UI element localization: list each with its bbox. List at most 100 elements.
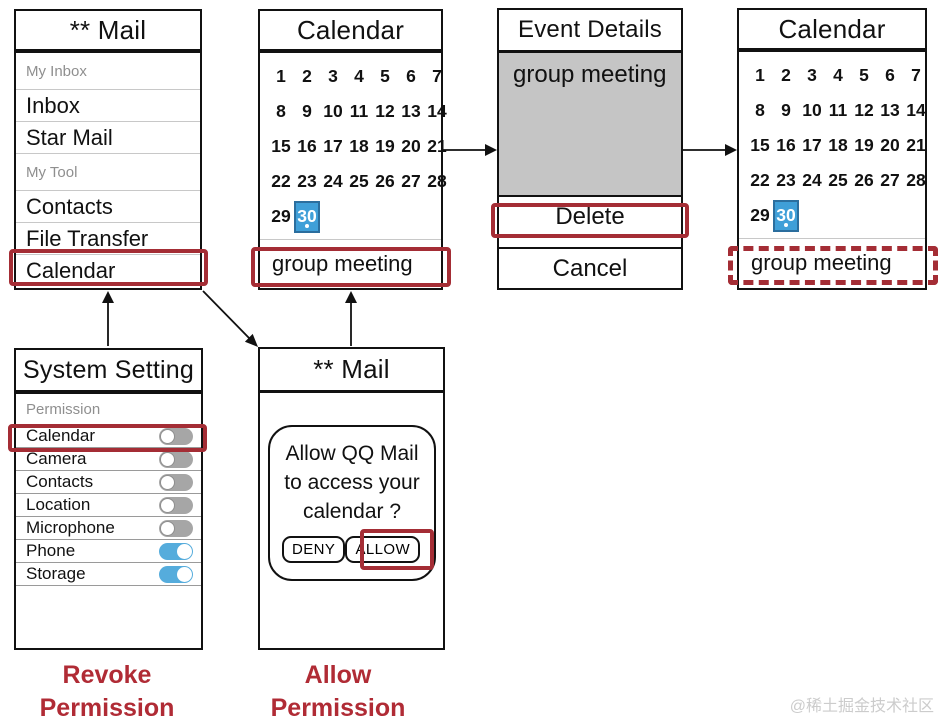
calendar-day-29[interactable]: 29 — [271, 206, 291, 226]
mail-item-calendar[interactable]: Calendar — [26, 258, 116, 283]
calendar-day-13[interactable]: 13 — [880, 100, 900, 120]
toggle-storage[interactable] — [159, 565, 193, 583]
calendar-day-4[interactable]: 4 — [833, 65, 843, 85]
calendar-day-9[interactable]: 9 — [781, 100, 791, 120]
toggle-knob — [160, 497, 175, 513]
calendar-day-24[interactable]: 24 — [802, 170, 822, 190]
mail-section-my-tool: My Tool — [16, 154, 200, 191]
calendar-day-7[interactable]: 7 — [432, 66, 442, 86]
calendar-day-12[interactable]: 12 — [854, 100, 874, 120]
permission-label: Location — [26, 495, 91, 514]
mail-app-title: ** Mail — [16, 11, 200, 53]
calendar-day-24[interactable]: 24 — [323, 171, 343, 191]
calendar-day-empty — [799, 200, 825, 232]
calendar-day-5[interactable]: 5 — [380, 66, 390, 86]
deny-button[interactable]: DENY — [282, 536, 346, 563]
allow-button[interactable]: ALLOW — [345, 536, 420, 563]
permission-label: Contacts — [26, 472, 94, 491]
calendar-day-19[interactable]: 19 — [854, 135, 874, 155]
toggle-camera[interactable] — [159, 450, 193, 468]
watermark: @稀土掘金技术社区 — [789, 698, 934, 715]
permission-label: Calendar — [26, 426, 95, 445]
calendar-day-6[interactable]: 6 — [885, 65, 895, 85]
calendar-day-22[interactable]: 22 — [750, 170, 770, 190]
calendar-day-21[interactable]: 21 — [906, 135, 926, 155]
calendar-day-16[interactable]: 16 — [776, 135, 796, 155]
spacer — [499, 237, 681, 247]
calendar-before-title: Calendar — [260, 11, 441, 53]
calendar-day-3[interactable]: 3 — [328, 66, 338, 86]
divider — [739, 238, 925, 239]
cancel-button[interactable]: Cancel — [499, 247, 681, 288]
calendar-day-23[interactable]: 23 — [297, 171, 317, 191]
mail-item-inbox[interactable]: Inbox — [16, 90, 200, 122]
calendar-event-entry[interactable]: group meeting — [751, 249, 892, 275]
mail-item-file-transfer[interactable]: File Transfer — [16, 223, 200, 255]
permission-section-label: Permission — [16, 394, 201, 425]
calendar-day-17[interactable]: 17 — [802, 135, 822, 155]
calendar-day-15[interactable]: 15 — [750, 135, 770, 155]
calendar-day-1[interactable]: 1 — [755, 65, 765, 85]
calendar-day-25[interactable]: 25 — [349, 171, 369, 191]
calendar-day-empty — [320, 201, 346, 233]
calendar-day-10[interactable]: 10 — [802, 100, 822, 120]
calendar-day-empty — [398, 201, 424, 233]
calendar-day-20[interactable]: 20 — [401, 136, 421, 156]
calendar-event-entry[interactable]: group meeting — [272, 250, 413, 276]
toggle-location[interactable] — [159, 496, 193, 514]
calendar-day-6[interactable]: 6 — [406, 66, 416, 86]
calendar-day-5[interactable]: 5 — [859, 65, 869, 85]
calendar-day-8[interactable]: 8 — [276, 101, 286, 121]
toggle-knob — [177, 566, 192, 582]
calendar-day-2[interactable]: 2 — [302, 66, 312, 86]
calendar-day-27[interactable]: 27 — [880, 170, 900, 190]
calendar-day-10[interactable]: 10 — [323, 101, 343, 121]
toggle-calendar[interactable] — [159, 427, 193, 445]
calendar-day-2[interactable]: 2 — [781, 65, 791, 85]
calendar-day-empty — [903, 200, 929, 232]
calendar-day-7[interactable]: 7 — [911, 65, 921, 85]
calendar-day-8[interactable]: 8 — [755, 100, 765, 120]
delete-button[interactable]: Delete — [555, 203, 625, 230]
calendar-day-18[interactable]: 18 — [349, 136, 369, 156]
calendar-day-19[interactable]: 19 — [375, 136, 395, 156]
calendar-day-14[interactable]: 14 — [427, 101, 447, 121]
calendar-day-13[interactable]: 13 — [401, 101, 421, 121]
calendar-day-empty — [851, 200, 877, 232]
calendar-day-28[interactable]: 28 — [906, 170, 926, 190]
calendar-day-18[interactable]: 18 — [828, 135, 848, 155]
calendar-day-26[interactable]: 26 — [854, 170, 874, 190]
permission-label: Microphone — [26, 518, 115, 537]
calendar-day-29[interactable]: 29 — [750, 205, 770, 225]
calendar-day-1[interactable]: 1 — [276, 66, 286, 86]
toggle-contacts[interactable] — [159, 473, 193, 491]
permission-row-microphone: Microphone — [16, 517, 201, 540]
calendar-day-26[interactable]: 26 — [375, 171, 395, 191]
calendar-day-15[interactable]: 15 — [271, 136, 291, 156]
mail-item-star-mail[interactable]: Star Mail — [16, 122, 200, 154]
calendar-day-11[interactable]: 11 — [349, 101, 369, 121]
permission-row-contacts: Contacts — [16, 471, 201, 494]
calendar-day-28[interactable]: 28 — [427, 171, 447, 191]
permission-row-storage: Storage — [16, 563, 201, 586]
calendar-day-25[interactable]: 25 — [828, 170, 848, 190]
calendar-day-20[interactable]: 20 — [880, 135, 900, 155]
toggle-phone[interactable] — [159, 542, 193, 560]
calendar-day-4[interactable]: 4 — [354, 66, 364, 86]
mail-item-contacts[interactable]: Contacts — [16, 191, 200, 223]
calendar-day-30[interactable]: 30 — [773, 199, 799, 232]
calendar-day-21[interactable]: 21 — [427, 136, 447, 156]
calendar-day-9[interactable]: 9 — [302, 101, 312, 121]
calendar-day-3[interactable]: 3 — [807, 65, 817, 85]
calendar-day-23[interactable]: 23 — [776, 170, 796, 190]
toggle-microphone[interactable] — [159, 519, 193, 537]
calendar-day-17[interactable]: 17 — [323, 136, 343, 156]
calendar-day-12[interactable]: 12 — [375, 101, 395, 121]
calendar-day-11[interactable]: 11 — [828, 100, 848, 120]
calendar-day-16[interactable]: 16 — [297, 136, 317, 156]
calendar-day-30[interactable]: 30 — [294, 200, 320, 233]
calendar-day-27[interactable]: 27 — [401, 171, 421, 191]
calendar-day-14[interactable]: 14 — [906, 100, 926, 120]
calendar-day-22[interactable]: 22 — [271, 171, 291, 191]
